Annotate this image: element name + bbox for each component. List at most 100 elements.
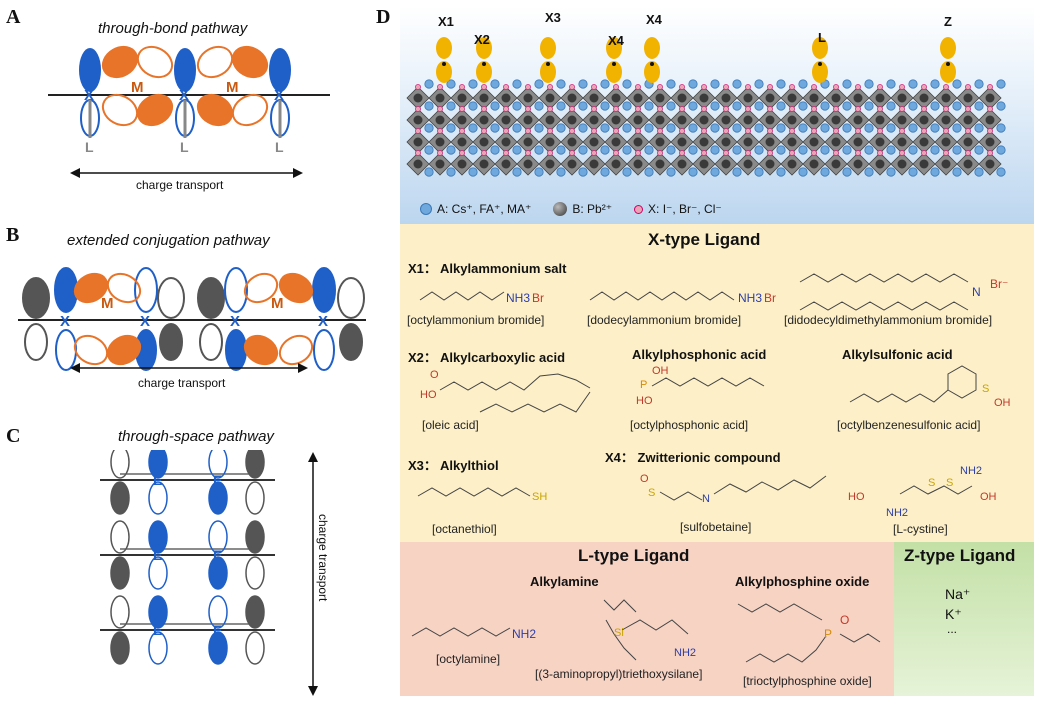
charge-transport-label: charge transport xyxy=(138,376,226,390)
x-site xyxy=(965,128,971,134)
a-site xyxy=(732,101,742,111)
a-site xyxy=(600,167,610,177)
a-site xyxy=(468,79,478,89)
b-site xyxy=(743,93,753,103)
x-site xyxy=(899,128,905,134)
a-site xyxy=(556,123,566,133)
m-label: M xyxy=(131,79,144,96)
b-site xyxy=(919,159,929,169)
svg-text:Br⁻: Br⁻ xyxy=(990,277,1008,291)
e-label: E xyxy=(213,472,222,488)
a-site xyxy=(842,79,852,89)
b-site xyxy=(567,159,577,169)
panel-c-letter: C xyxy=(6,425,21,447)
x-site xyxy=(591,84,597,90)
a-site xyxy=(886,167,896,177)
orange-orbitals xyxy=(73,272,314,366)
svg-text:Br: Br xyxy=(532,291,544,305)
a-site xyxy=(732,123,742,133)
x-site xyxy=(481,128,487,134)
a-site xyxy=(710,101,720,111)
x-site xyxy=(943,106,949,112)
a-site xyxy=(644,167,654,177)
a-site xyxy=(952,145,962,155)
x-site xyxy=(767,84,773,90)
sulfonic-heading: Alkylsulfonic acid xyxy=(842,347,953,362)
ligand-electron xyxy=(818,62,822,66)
b-site xyxy=(831,159,841,169)
a-site xyxy=(446,167,456,177)
b-site xyxy=(897,137,907,147)
x-site xyxy=(613,150,619,156)
x-site xyxy=(833,150,839,156)
x-label: X xyxy=(84,87,94,104)
a-site xyxy=(688,79,698,89)
a-site xyxy=(798,145,808,155)
x-site xyxy=(921,150,927,156)
a-site xyxy=(688,145,698,155)
orbital-lobe xyxy=(208,595,228,629)
x2-structures: HO O P HO OH S OH xyxy=(420,365,1011,413)
a-site xyxy=(578,167,588,177)
ligand-electron xyxy=(482,62,486,66)
x-site xyxy=(811,106,817,112)
a-site xyxy=(952,167,962,177)
ligand-body xyxy=(606,61,622,83)
m-label: M xyxy=(271,295,284,312)
a-site xyxy=(688,123,698,133)
a-site xyxy=(600,145,610,155)
b-site xyxy=(457,115,467,125)
b-site xyxy=(875,115,885,125)
b-site xyxy=(963,93,973,103)
b-site xyxy=(413,159,423,169)
a-site xyxy=(468,123,478,133)
x-site xyxy=(987,84,993,90)
a-site xyxy=(534,123,544,133)
ligand-tag-x4: X4 xyxy=(608,33,624,48)
b-site xyxy=(743,115,753,125)
panel-b-letter: B xyxy=(6,224,20,246)
ligand-tag-l: L xyxy=(818,30,826,45)
svg-text:NH2: NH2 xyxy=(886,507,908,519)
x-site xyxy=(833,84,839,90)
x-site xyxy=(833,128,839,134)
x-site xyxy=(635,128,641,134)
a-site xyxy=(930,123,940,133)
a-site xyxy=(688,101,698,111)
b-site xyxy=(589,115,599,125)
x-site xyxy=(789,84,795,90)
a-site xyxy=(908,145,918,155)
a-site xyxy=(842,167,852,177)
a-site xyxy=(534,101,544,111)
x1-item-2: [dodecylammonium bromide] xyxy=(587,313,742,327)
x3-heading: X3： Alkylthiol xyxy=(408,458,499,473)
svg-text:NH2: NH2 xyxy=(512,627,536,641)
a-site xyxy=(820,123,830,133)
svg-text:HO: HO xyxy=(848,491,865,503)
x-site xyxy=(547,106,553,112)
ligand-tag-x2: X2 xyxy=(474,32,490,47)
l-type-title: L-type Ligand xyxy=(578,546,690,565)
a-site xyxy=(446,145,456,155)
b-site xyxy=(919,137,929,147)
a-site xyxy=(556,79,566,89)
x-site xyxy=(921,128,927,134)
b-site xyxy=(941,115,951,125)
e-label: E xyxy=(213,547,222,563)
a-site xyxy=(996,145,1006,155)
ligand-electron xyxy=(442,62,446,66)
b-site xyxy=(655,137,665,147)
x-site xyxy=(459,84,465,90)
orbital-lobe xyxy=(110,481,130,515)
nanocrystal-surface-diagram xyxy=(406,37,1006,177)
orbital-lobe xyxy=(208,631,228,665)
x-site xyxy=(811,84,817,90)
orbital-lobe xyxy=(245,556,265,590)
b-site xyxy=(853,93,863,103)
b-site xyxy=(765,137,775,147)
a-site xyxy=(600,123,610,133)
a-site xyxy=(666,123,676,133)
svg-text:Si: Si xyxy=(614,627,624,639)
b-site xyxy=(457,93,467,103)
b-site xyxy=(941,159,951,169)
